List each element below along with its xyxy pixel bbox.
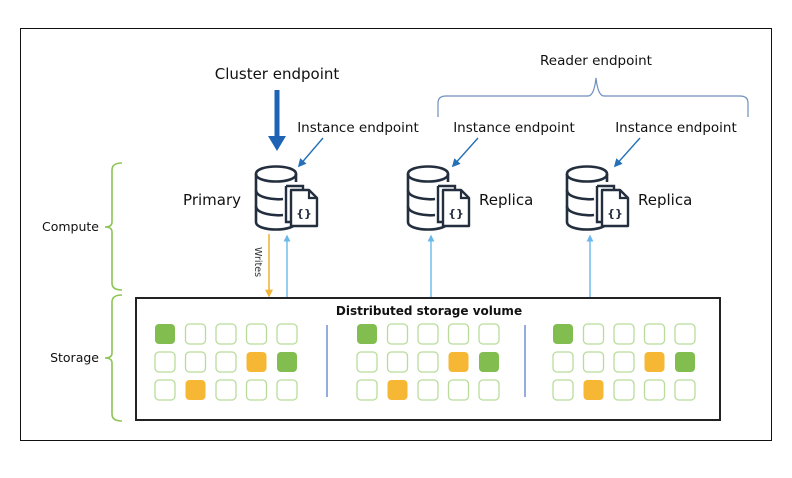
storage-cell-empty xyxy=(417,379,439,401)
storage-cell-orange xyxy=(246,352,267,372)
storage-segment-group xyxy=(552,323,696,401)
storage-cell-empty xyxy=(582,351,605,373)
instance-endpoint-arrow-primary xyxy=(297,137,324,168)
compute-brace xyxy=(104,162,123,291)
storage-cell-empty xyxy=(417,323,439,345)
instance-endpoint-arrow-replica-2 xyxy=(613,137,641,168)
storage-volume-label: Distributed storage volume xyxy=(336,304,522,318)
storage-cell-empty xyxy=(674,323,696,345)
storage-cell-empty xyxy=(184,323,207,345)
storage-cell-empty xyxy=(552,351,574,373)
storage-cell-orange xyxy=(448,352,469,372)
storage-segment-group xyxy=(154,323,298,401)
storage-cell-empty xyxy=(154,379,176,401)
instance-role-label-replica-2: Replica xyxy=(638,191,692,209)
storage-cell-empty xyxy=(276,379,298,401)
storage-cell-green xyxy=(553,324,573,344)
storage-cell-empty xyxy=(276,323,298,345)
storage-cell-orange xyxy=(387,380,408,400)
instance-role-label-primary: Primary xyxy=(183,191,241,209)
storage-cell-empty xyxy=(154,351,176,373)
storage-cell-empty xyxy=(613,351,635,373)
storage-cell-empty xyxy=(356,351,378,373)
writes-label: Writes xyxy=(252,247,263,277)
instance-endpoint-label-replica-2: Instance endpoint xyxy=(615,120,737,136)
reader-endpoint-brace xyxy=(437,77,749,117)
storage-brace xyxy=(104,294,123,422)
storage-cell-empty xyxy=(215,379,237,401)
storage-cell-empty xyxy=(245,379,268,401)
storage-cell-empty xyxy=(447,379,470,401)
storage-cell-empty xyxy=(447,323,470,345)
storage-cell-green xyxy=(675,352,695,372)
instance-endpoint-label-replica-1: Instance endpoint xyxy=(453,120,575,136)
storage-cell-empty xyxy=(215,351,237,373)
storage-cell-empty xyxy=(245,323,268,345)
storage-cell-empty xyxy=(613,379,635,401)
cluster-endpoint-label: Cluster endpoint xyxy=(215,65,340,83)
storage-cells xyxy=(154,323,696,401)
storage-cell-green xyxy=(479,352,499,372)
instance-endpoint-arrow-replica-1 xyxy=(451,137,479,168)
storage-segment-group xyxy=(356,323,500,401)
storage-cell-empty xyxy=(386,323,409,345)
instance-role-label-replica-1: Replica xyxy=(479,191,533,209)
storage-cell-empty xyxy=(356,379,378,401)
reader-endpoint-label: Reader endpoint xyxy=(540,53,652,69)
storage-layer-label: Storage xyxy=(50,350,99,365)
storage-cell-orange xyxy=(644,352,665,372)
storage-cell-empty xyxy=(386,351,409,373)
storage-cell-empty xyxy=(552,379,574,401)
storage-cell-empty xyxy=(417,351,439,373)
cluster-endpoint-arrow xyxy=(268,90,286,151)
storage-cell-empty xyxy=(184,351,207,373)
storage-cell-empty xyxy=(613,323,635,345)
storage-cell-empty xyxy=(643,379,666,401)
storage-cell-green xyxy=(357,324,377,344)
storage-cell-orange xyxy=(583,380,604,400)
storage-cell-green xyxy=(155,324,175,344)
storage-cell-empty xyxy=(674,379,696,401)
storage-cell-orange xyxy=(185,380,206,400)
compute-layer-label: Compute xyxy=(42,219,99,234)
storage-cell-empty xyxy=(582,323,605,345)
instance-endpoint-label-primary: Instance endpoint xyxy=(297,120,419,136)
storage-cell-empty xyxy=(478,379,500,401)
storage-cell-empty xyxy=(478,323,500,345)
storage-cell-empty xyxy=(215,323,237,345)
storage-cell-green xyxy=(277,352,297,372)
storage-cell-empty xyxy=(643,323,666,345)
